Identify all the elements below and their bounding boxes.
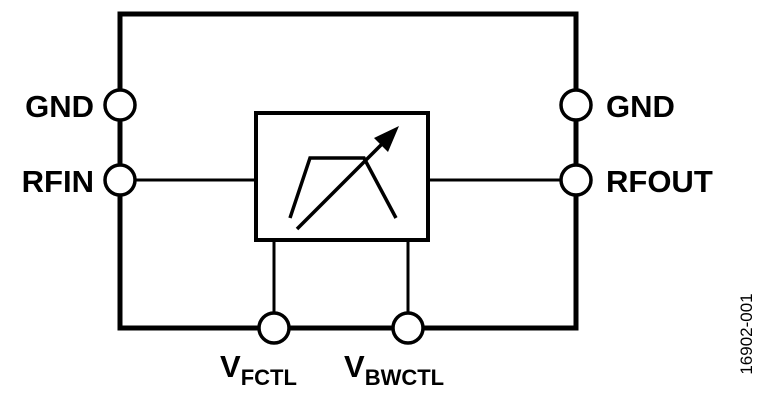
gnd-right-pin bbox=[559, 88, 593, 122]
rfin-label: RFIN bbox=[22, 164, 94, 199]
gnd-left-pin bbox=[103, 88, 137, 122]
vbwctl-pin bbox=[391, 311, 425, 345]
vbwctl-label-main: V bbox=[344, 349, 365, 384]
rfout-label: RFOUT bbox=[606, 164, 713, 199]
vfctl-label-main: V bbox=[220, 349, 241, 384]
tunable-filter-block bbox=[254, 111, 430, 242]
vfctl-pin bbox=[257, 311, 291, 345]
filter-response-icon bbox=[288, 126, 399, 231]
rfout-pin bbox=[559, 163, 593, 197]
vbwctl-label: VBWCTL bbox=[344, 349, 444, 390]
rfin-pin bbox=[103, 163, 137, 197]
gnd-left-label: GND bbox=[25, 89, 94, 124]
gnd-right-label: GND bbox=[606, 89, 675, 124]
figure-id: 16902-001 bbox=[737, 293, 756, 374]
vfctl-label: VFCTL bbox=[220, 349, 297, 390]
vfctl-label-sub: FCTL bbox=[241, 365, 297, 390]
vbwctl-label-sub: BWCTL bbox=[365, 365, 444, 390]
